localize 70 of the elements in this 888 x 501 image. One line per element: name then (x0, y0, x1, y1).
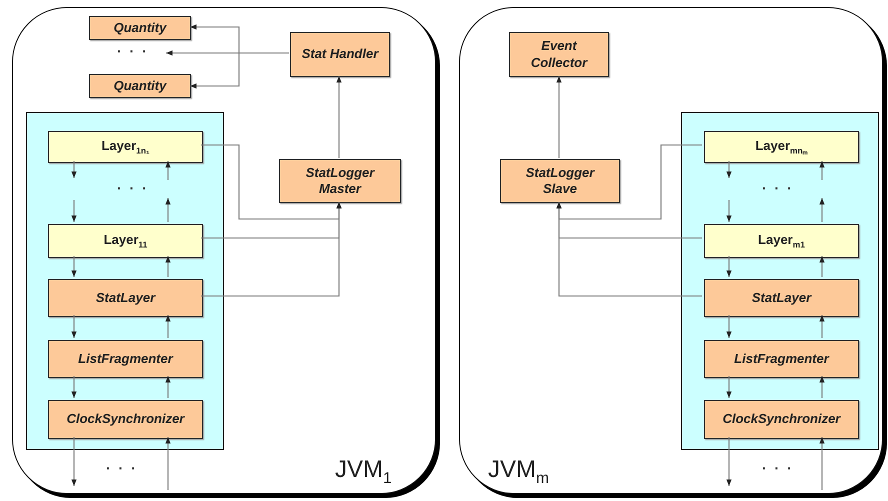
layer-box (48, 224, 203, 258)
box-label: ListFragmenter (77, 350, 174, 368)
arrow (165, 256, 171, 277)
arrow (201, 202, 342, 297)
arrow (726, 437, 732, 486)
layer-box (48, 131, 203, 163)
arrow (165, 161, 171, 180)
ellipsis-label: · · · (117, 180, 149, 196)
arrow (556, 202, 702, 297)
arrow (556, 76, 562, 158)
arrow (819, 256, 825, 277)
component-box (509, 32, 609, 77)
box-label: Quantity (112, 20, 168, 36)
component-box (89, 16, 191, 40)
arrow (71, 256, 77, 277)
component-box (704, 279, 859, 317)
arrow (819, 376, 825, 398)
arrow (71, 161, 77, 178)
ellipsis-label: · · · (762, 460, 794, 476)
component-box (500, 159, 620, 203)
arrow (726, 161, 732, 178)
component-box (48, 279, 203, 317)
arrow (166, 50, 289, 56)
box-label: Stat Handler (300, 46, 380, 63)
layer-stack-box (26, 112, 224, 450)
layer-stack-box (681, 112, 879, 450)
arrow (819, 198, 825, 222)
arrow (165, 376, 171, 398)
arrow (726, 315, 732, 338)
arrow (71, 376, 77, 398)
jvm-label: JVM$_{1}$ (335, 456, 392, 488)
arrow (71, 315, 77, 338)
arrow (71, 437, 77, 486)
layer-box (704, 224, 859, 258)
arrow (165, 198, 171, 222)
arrow (71, 200, 77, 222)
arrow (726, 376, 732, 398)
box-label: StatLogger Master (304, 164, 376, 198)
arrow (819, 161, 825, 180)
ellipsis-label: · · · (762, 180, 794, 196)
box-label: StatLogger Slave (524, 164, 596, 198)
box-label: Layer$_{mnₘ}$ (754, 138, 809, 156)
box-label: ClockSynchronizer (66, 411, 186, 428)
component-box (279, 159, 401, 203)
box-label: ClockSynchronizer (722, 411, 842, 428)
component-box (89, 74, 191, 98)
arrow (819, 437, 825, 490)
jvm-label: JVM$_{m}$ (488, 456, 549, 488)
component-box (704, 400, 859, 439)
component-box (290, 32, 390, 77)
arrow (726, 256, 732, 277)
box-label: ListFragmenter (733, 350, 830, 368)
arrow (165, 315, 171, 338)
box-label: Layer$_{11}$ (102, 232, 148, 250)
arrow (336, 76, 342, 158)
arrow (819, 315, 825, 338)
ellipsis-label: · · · (116, 43, 150, 59)
box-label: Event Collector (530, 38, 589, 71)
component-box (48, 400, 203, 439)
box-label: Layer$_{1n₁}$ (100, 138, 151, 156)
layer-box (704, 131, 859, 163)
arrow (165, 437, 171, 490)
component-box (48, 340, 203, 378)
arrow (726, 200, 732, 222)
ellipsis-label: · · · (106, 460, 138, 476)
box-label: StatLayer (94, 290, 157, 306)
box-label: StatLayer (750, 290, 813, 306)
box-label: Layer$_{m1}$ (757, 232, 806, 250)
box-label: Quantity (112, 78, 168, 94)
component-box (704, 340, 859, 378)
